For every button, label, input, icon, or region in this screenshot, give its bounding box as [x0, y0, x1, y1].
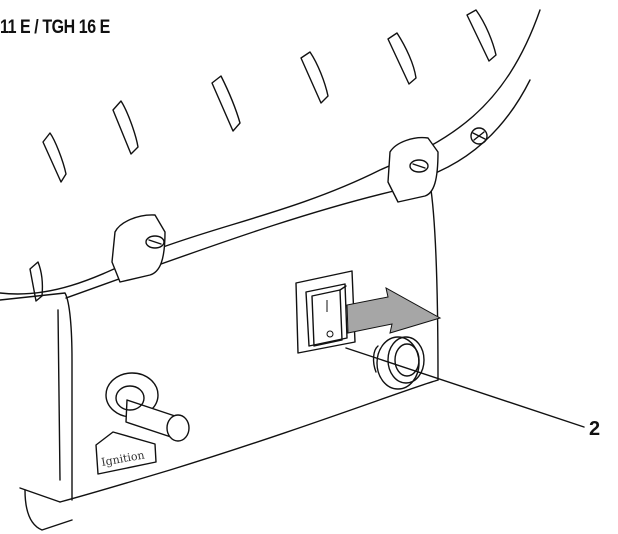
- arrow-icon: [346, 287, 442, 334]
- callout-number: 2: [589, 418, 601, 440]
- ignition-knob-icon: [105, 372, 190, 442]
- ignition-plate: Ignition: [95, 431, 157, 475]
- leader-line: [345, 347, 585, 428]
- left-hinge: [111, 214, 166, 283]
- drum-housing: [0, 9, 541, 295]
- page-title: 11 E / TGH 16 E: [0, 17, 110, 38]
- switch-icon: [295, 270, 356, 354]
- fuse-holder: [372, 336, 425, 390]
- right-hinge: [387, 136, 439, 203]
- screw-icon: [470, 127, 488, 145]
